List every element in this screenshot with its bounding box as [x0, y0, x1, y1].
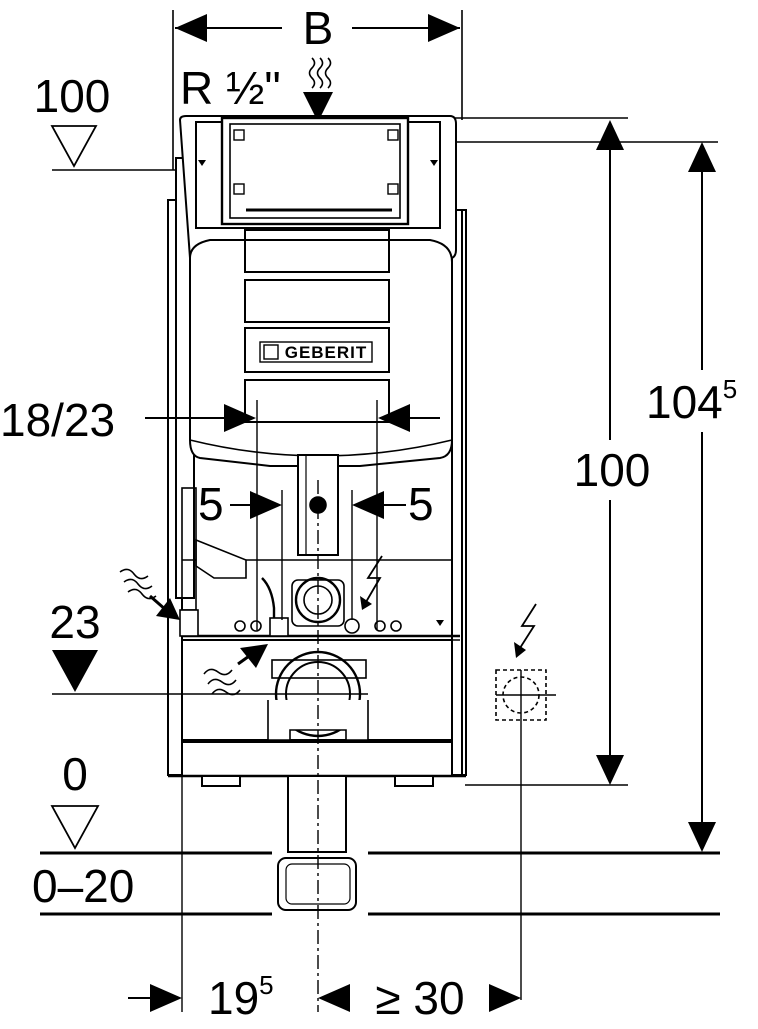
supply-thread-label: R ½" [180, 62, 281, 114]
floor-range-label: 0–20 [32, 860, 134, 912]
top-level-label: 100 [34, 70, 111, 122]
cistern-height-label: 100 [574, 444, 651, 496]
bracket-width-label: 18/23 [0, 394, 115, 446]
floor-level-label: 0 [62, 748, 88, 800]
frame-width-dimension: B [172, 2, 463, 170]
min-distance-label: ≥ 30 [375, 972, 464, 1024]
bottom-dimensions: 195 ≥ 30 [128, 970, 521, 1024]
frame-width-label: B [303, 2, 334, 54]
center-lines [181, 480, 319, 1012]
drain-height-marker: 23 [49, 596, 368, 695]
center-offset-label: 195 [208, 970, 274, 1024]
height-dimensions: 100 1045 [330, 117, 737, 852]
top-level-marker: 100 [34, 70, 178, 171]
offset-left-label: 5 [198, 478, 224, 530]
level-triangle-icon [50, 125, 98, 168]
lightning-icon [360, 555, 537, 658]
water-wave-icon [308, 57, 332, 89]
offset-dimensions: 5 5 [198, 478, 434, 620]
drain-height-label: 23 [49, 596, 100, 648]
socket-icon [495, 669, 556, 1000]
logo-text: GEBERIT [285, 343, 368, 362]
floor-markers: 0 0–20 [32, 748, 720, 916]
offset-right-label: 5 [408, 478, 434, 530]
brand-logo: GEBERIT [259, 341, 373, 363]
total-height-label: 1045 [646, 374, 737, 428]
water-inlet-arrows [119, 568, 268, 696]
